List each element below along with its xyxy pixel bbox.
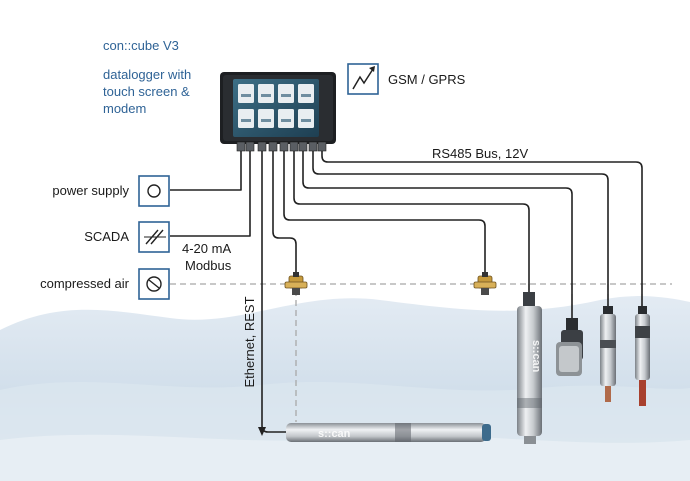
screen-tile — [258, 109, 274, 128]
bus-cable-3 — [312, 150, 609, 306]
interface-scada-label: SCADA — [84, 229, 129, 244]
ethernet-label: Ethernet, REST — [242, 296, 258, 388]
screen-tile-value — [281, 94, 291, 97]
screen-tile — [278, 109, 294, 128]
sensor-probe-dark — [556, 318, 583, 376]
screen-tile — [238, 109, 254, 128]
analog-label-line-1: 4-20 mA — [182, 241, 232, 256]
cable-connector — [289, 141, 299, 152]
bus-cable-1 — [293, 150, 530, 292]
device-connectors — [236, 141, 327, 152]
cable-connector — [257, 141, 267, 152]
bus-cable-4 — [321, 150, 643, 306]
screen-tile-value — [301, 94, 311, 97]
vertical-probe: s::can — [517, 292, 542, 444]
screen-tile — [298, 84, 314, 103]
interface-air-label: compressed air — [40, 276, 129, 291]
screen-tile — [258, 84, 274, 103]
touch-screen-tiles — [238, 84, 314, 128]
scada-cable — [170, 150, 251, 237]
cable-connector — [317, 141, 327, 152]
analog-label-line-2: Modbus — [185, 258, 232, 273]
sensor-probe-red — [635, 306, 650, 406]
screen-tile — [238, 84, 254, 103]
device-description-line-3: modem — [103, 101, 147, 116]
interface-power-label: power supply — [52, 183, 129, 198]
datalogger-device — [220, 72, 336, 152]
bus-cable-2 — [302, 150, 573, 318]
screen-tile-value — [261, 119, 271, 122]
cable-connector — [245, 141, 255, 152]
double-slash-icon — [138, 221, 170, 253]
screen-tile — [298, 109, 314, 128]
valve2-cable — [283, 150, 486, 276]
modem-label: GSM / GPRS — [388, 72, 466, 87]
screen-tile — [278, 84, 294, 103]
cable-connector — [308, 141, 318, 152]
cables — [170, 150, 643, 433]
air-valve-icon — [138, 268, 170, 300]
device-description-line-2: touch screen & — [103, 84, 190, 99]
ethernet-arrow-icon — [258, 427, 266, 436]
bus-cable-label: RS485 Bus, 12V — [432, 146, 529, 161]
vertical-probe-label: s::can — [530, 340, 542, 373]
horizontal-probe: s::can — [286, 423, 491, 442]
valve1-cable — [272, 150, 297, 276]
device-description-line-1: datalogger with — [103, 67, 192, 82]
circle-icon — [138, 175, 170, 207]
cable-connector — [268, 141, 278, 152]
cable-connector — [298, 141, 308, 152]
screen-tile-value — [241, 94, 251, 97]
cable-connector — [236, 141, 246, 152]
sensor-probe-metal — [600, 306, 616, 402]
air-valve-2 — [473, 272, 497, 295]
cable-connector — [279, 141, 289, 152]
screen-tile-value — [301, 119, 311, 122]
screen-tile-value — [261, 94, 271, 97]
horizontal-probe-label: s::can — [318, 428, 351, 440]
water-wave-2 — [0, 434, 690, 481]
power-cable — [170, 150, 242, 191]
screen-tile-value — [281, 119, 291, 122]
screen-tile-value — [241, 119, 251, 122]
air-valve-1 — [284, 272, 308, 295]
device-name: con::cube V3 — [103, 38, 179, 53]
antenna-signal-icon — [347, 63, 379, 95]
